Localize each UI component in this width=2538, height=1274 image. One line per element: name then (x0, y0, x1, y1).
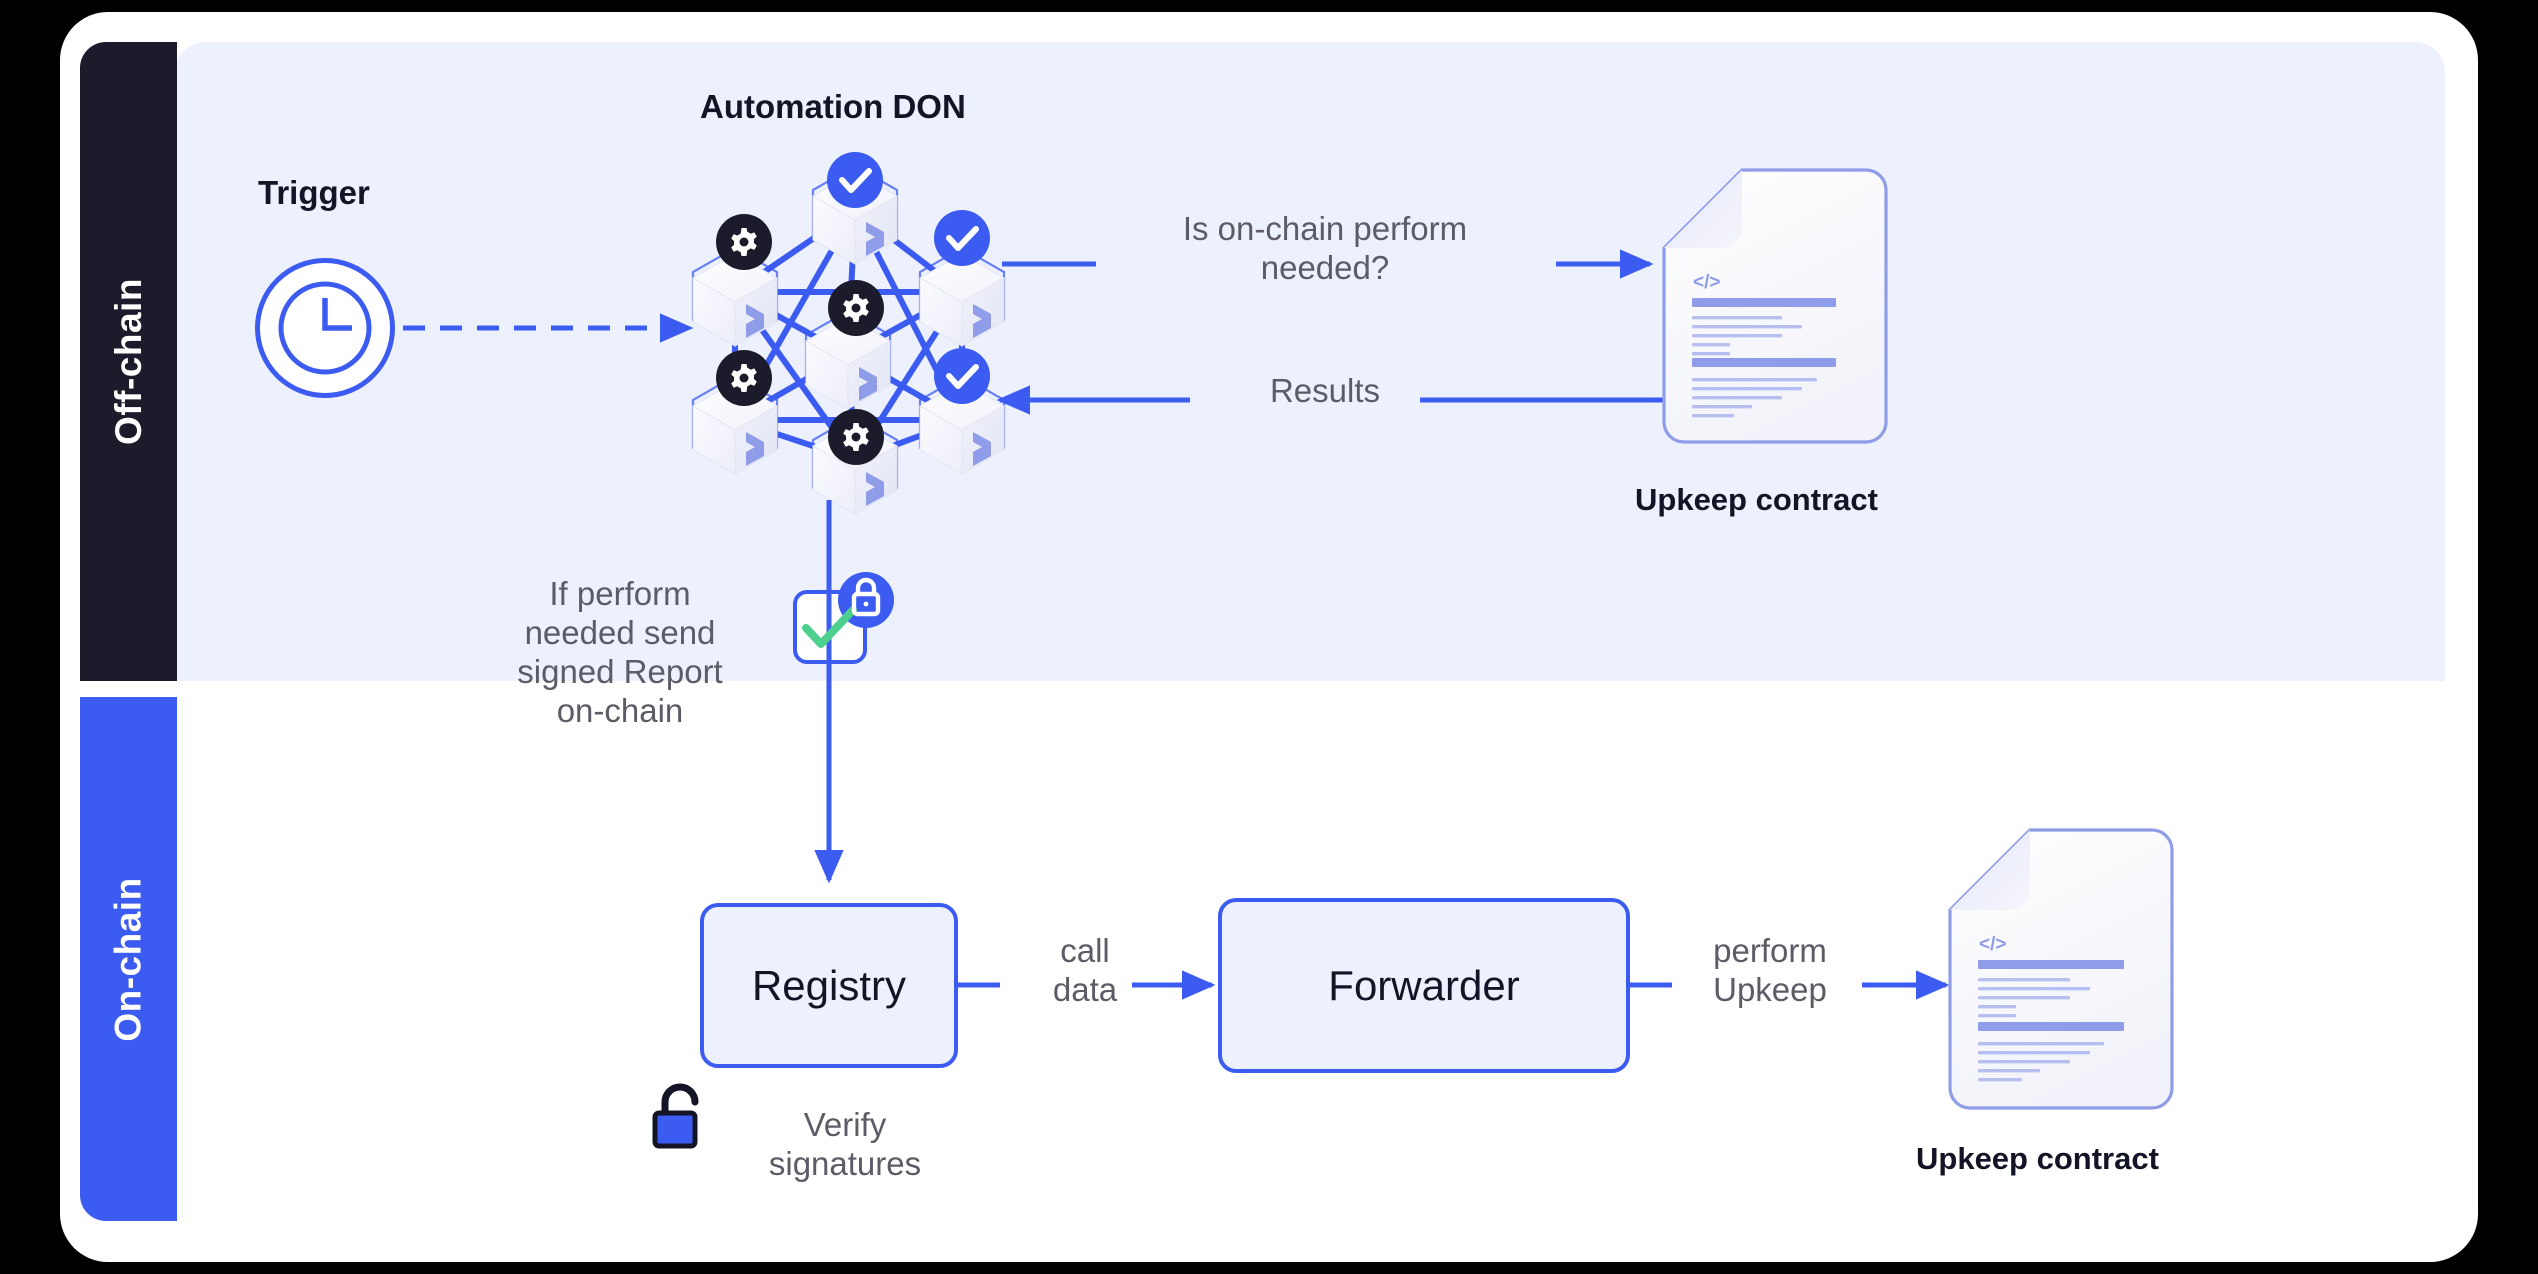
verify-signatures-label: Verify signatures (768, 1106, 922, 1182)
band-offchain: Off-chain (80, 42, 177, 681)
band-offchain-label: Off-chain (108, 278, 150, 445)
trigger-circle (255, 258, 395, 398)
query-label: Is on-chain perform needed? (1182, 210, 1468, 286)
registry-box[interactable]: Registry (700, 903, 958, 1068)
band-onchain-label: On-chain (108, 876, 149, 1042)
results-label: Results (1269, 372, 1381, 409)
forwarder-box[interactable]: Forwarder (1218, 898, 1630, 1073)
offchain-region (175, 42, 2445, 681)
send-report-label: If perform needed send signed Report on-… (517, 575, 723, 729)
call-data-label: call data (1052, 932, 1118, 1008)
upkeep-contract-onchain-label: Upkeep contract (1916, 1141, 2159, 1176)
upkeep-contract-offchain-label: Upkeep contract (1635, 482, 1878, 517)
don-title: Automation DON (700, 88, 966, 125)
band-onchain: On-chain (80, 697, 177, 1221)
perform-upkeep-label: perform Upkeep (1713, 932, 1827, 1008)
lock-badge-circle (838, 572, 894, 628)
trigger-title: Trigger (258, 174, 370, 211)
